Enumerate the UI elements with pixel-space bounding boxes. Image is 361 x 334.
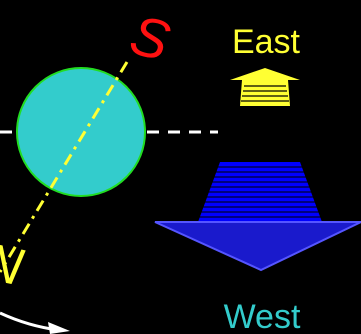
- sphere: [17, 68, 145, 196]
- west-label: West: [224, 298, 301, 334]
- east-label: East: [232, 23, 301, 61]
- up-arrow-icon: [230, 68, 300, 106]
- north-label: N: [0, 233, 28, 298]
- down-arrow-icon: [155, 162, 361, 270]
- orbit-arrowhead-icon: [48, 322, 70, 334]
- south-label: S: [124, 2, 176, 73]
